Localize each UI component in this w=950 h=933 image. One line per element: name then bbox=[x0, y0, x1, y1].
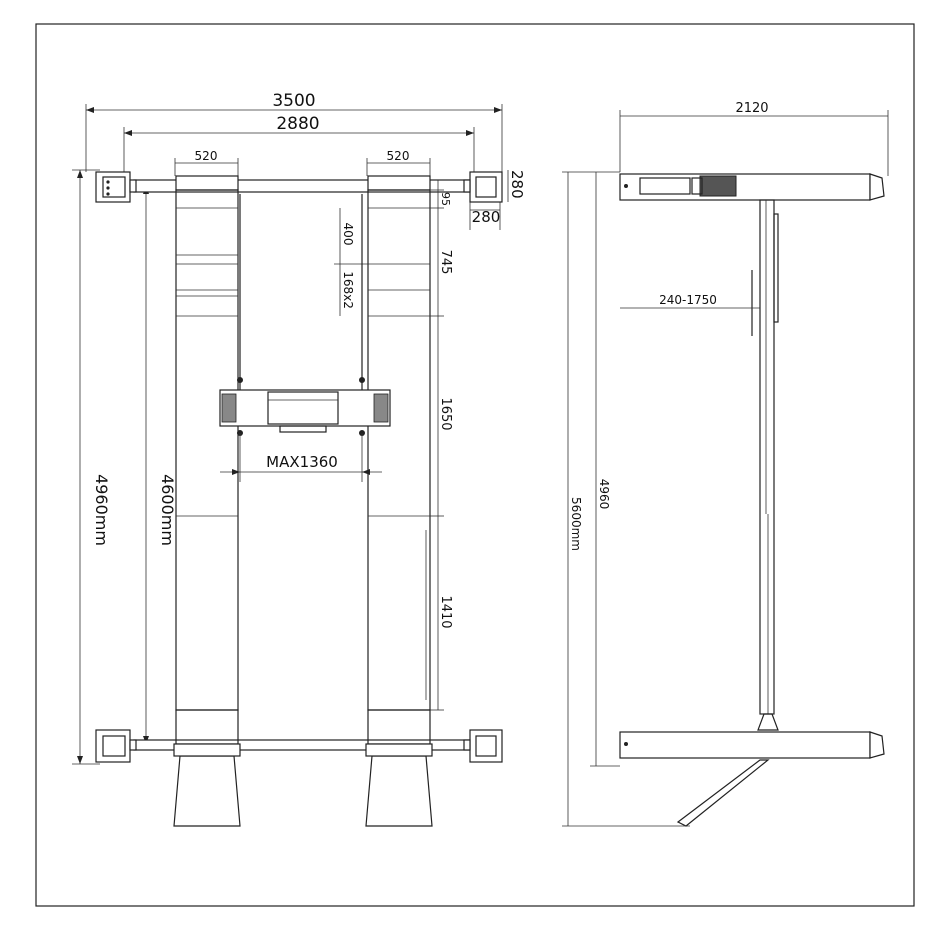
dim-2880-label: 2880 bbox=[276, 114, 319, 134]
side-bottom-arm bbox=[619, 731, 885, 759]
arrow bbox=[362, 469, 370, 475]
dim-1650-label: 1650 bbox=[438, 397, 453, 430]
dim-745-label: 745 bbox=[438, 250, 453, 275]
dim-400-label: 400 bbox=[341, 223, 355, 246]
left-runway bbox=[173, 175, 241, 827]
dim-max1360-label: MAX1360 bbox=[266, 453, 338, 471]
dim-280-horizontal-label: 280 bbox=[472, 208, 501, 226]
arrow bbox=[86, 107, 94, 113]
dim-520-right-label: 520 bbox=[387, 149, 410, 163]
jacking-beam bbox=[219, 377, 391, 436]
dim-520-left-label: 520 bbox=[195, 149, 218, 163]
dim-3500-label: 3500 bbox=[272, 91, 315, 111]
arrow bbox=[77, 170, 83, 178]
arrow bbox=[466, 130, 474, 136]
dim-280-vertical-label: 280 bbox=[508, 170, 526, 199]
drawing-border bbox=[35, 23, 915, 907]
dim-4960-label: 4960mm bbox=[92, 474, 111, 546]
side-view: 2120 240-1750 bbox=[562, 101, 889, 827]
arrow bbox=[494, 107, 502, 113]
side-top-arm bbox=[619, 173, 885, 201]
post-top-left bbox=[95, 171, 137, 203]
dim-2120-label: 2120 bbox=[735, 101, 768, 116]
arrow bbox=[124, 130, 132, 136]
dim-168x2-label: 168x2 bbox=[341, 271, 355, 309]
side-ramp bbox=[676, 759, 770, 827]
top-view: 3500 2880 520 520 280 280 4960mm bbox=[72, 91, 526, 827]
side-runway bbox=[751, 199, 779, 731]
post-top-right bbox=[463, 171, 503, 203]
post-bottom-left bbox=[95, 729, 137, 763]
dim-5600-label: 5600mm bbox=[569, 497, 583, 551]
post-bottom-right bbox=[463, 729, 503, 763]
arrow bbox=[232, 469, 240, 475]
right-runway bbox=[365, 175, 433, 827]
dim-side-4960-label: 4960 bbox=[597, 479, 611, 510]
arrow bbox=[77, 756, 83, 764]
dim-240-1750-label: 240-1750 bbox=[659, 293, 717, 307]
dim-95-label: 95 bbox=[439, 192, 452, 206]
dim-4600-label: 4600mm bbox=[158, 474, 177, 546]
dim-1410-label: 1410 bbox=[438, 595, 453, 628]
